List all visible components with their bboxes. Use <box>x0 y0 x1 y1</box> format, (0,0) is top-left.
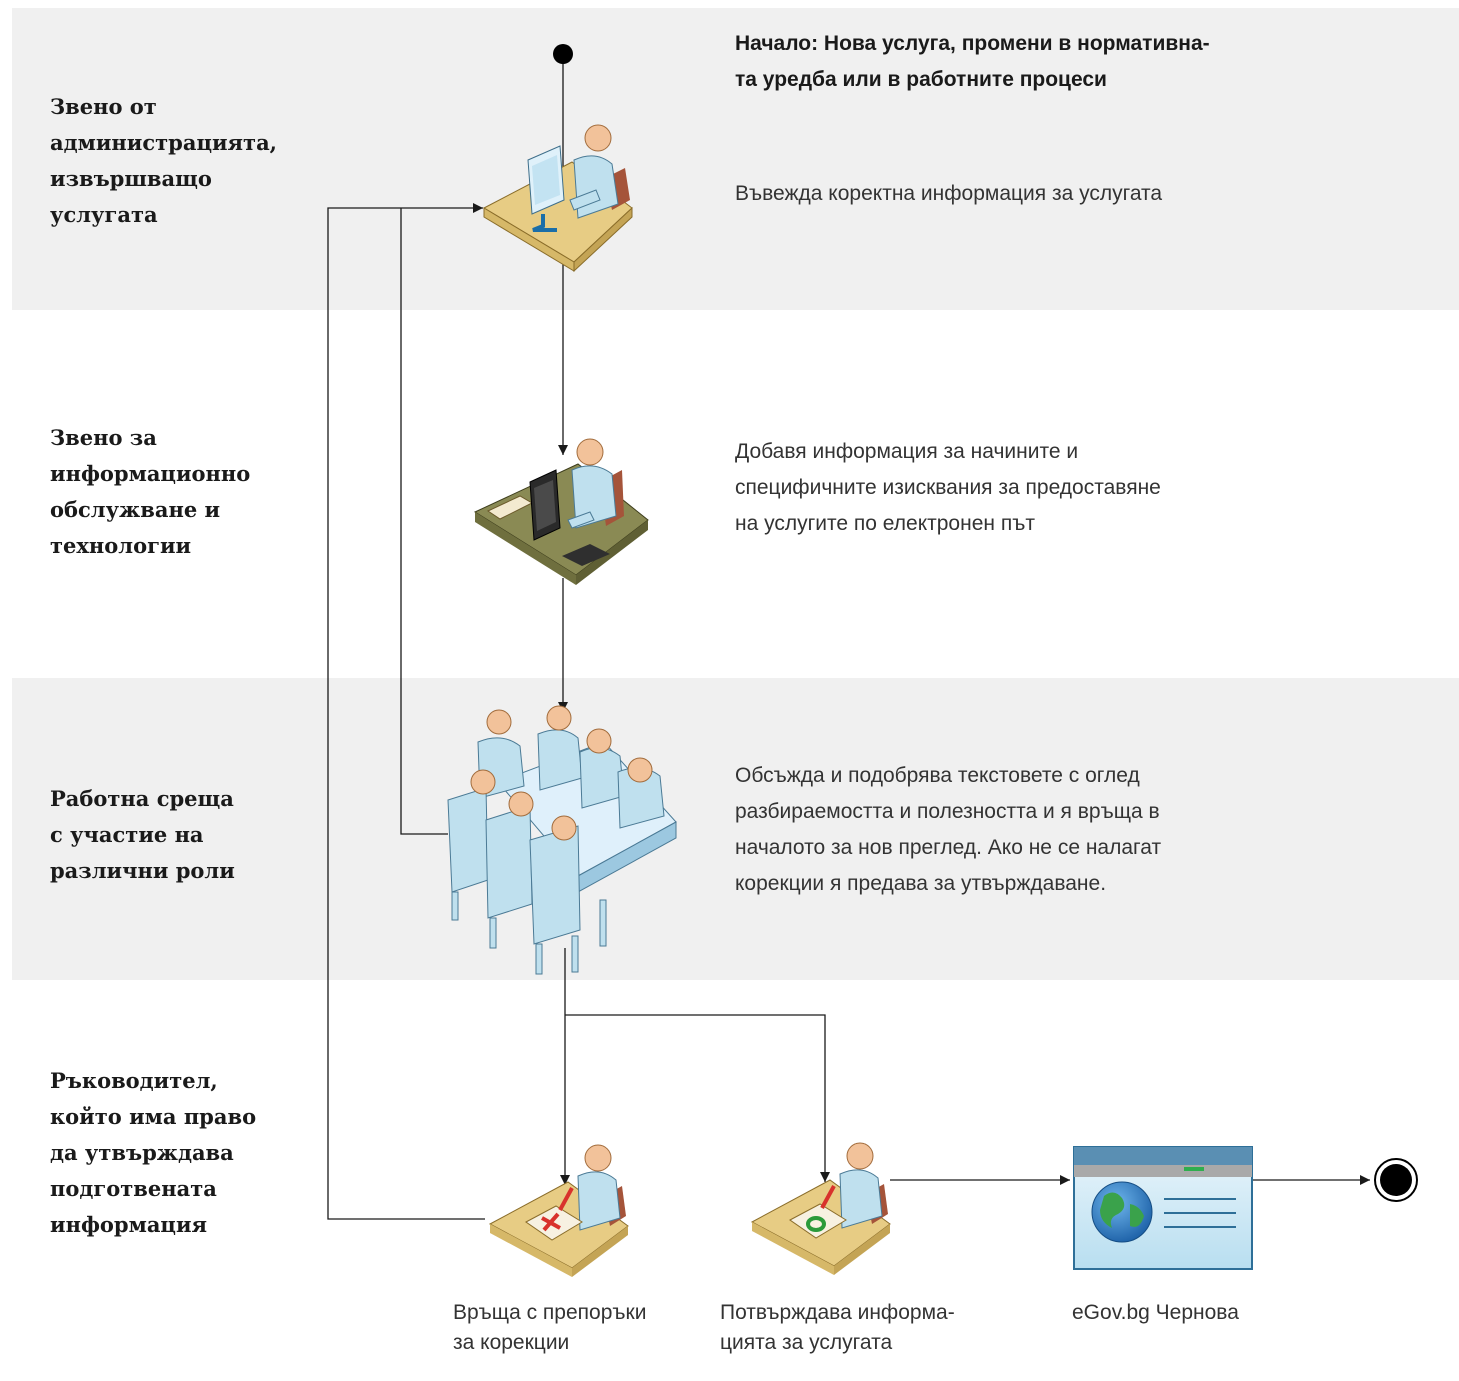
step-add-text: Добавя информация за начините и специфич… <box>735 440 1161 535</box>
step-meeting-text: Обсъжда и подобрява текстовете с оглед р… <box>735 764 1162 895</box>
manager-reject-document-icon <box>488 1144 629 1277</box>
lane-administration <box>12 8 1459 310</box>
connectors <box>327 63 1370 1220</box>
web-page-globe-icon <box>1073 1146 1253 1270</box>
meeting-table-icon <box>447 705 677 975</box>
step-enter-text: Въвежда коректна информация за услугата <box>735 182 1163 205</box>
step-confirm-caption: Потвърждава информа- цията за услугата <box>720 1301 955 1354</box>
person-at-computer-desk-icon <box>482 124 633 273</box>
lane-title-meeting: Работна среща с участие на различни роли <box>50 786 235 883</box>
manager-approve-document-icon <box>750 1142 891 1275</box>
lane-title-manager: Ръководител, който има право да утвържда… <box>50 1068 257 1237</box>
meeting-loop-back-connector <box>400 208 448 835</box>
step-return-caption: Връща с препоръки за корекции <box>453 1301 647 1354</box>
lane-title-administration: Звено от администрацията, извършващо усл… <box>50 94 277 227</box>
reject-loop-back-connector <box>327 203 485 1220</box>
lane-title-it: Звено за информационно обслужване и техн… <box>50 425 251 558</box>
person-at-workstation-icon <box>473 438 649 585</box>
step-egov-caption: eGov.bg Чернова <box>1072 1301 1239 1324</box>
lane-meeting <box>12 678 1459 980</box>
end-node <box>1374 1158 1418 1202</box>
start-label: Начало: Нова услуга, промени в нормативн… <box>735 32 1210 91</box>
meeting-to-confirm-connector <box>565 1014 830 1182</box>
start-node <box>553 44 573 64</box>
